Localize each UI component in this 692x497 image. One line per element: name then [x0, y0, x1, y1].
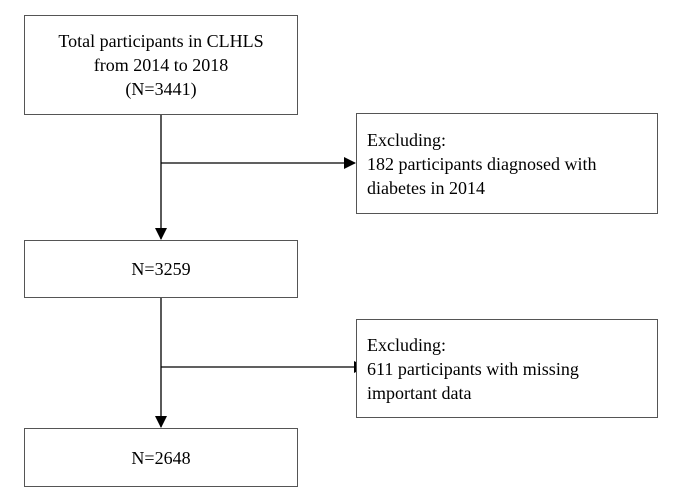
exclusion-box-1: Excluding: 182 participants diagnosed wi… — [356, 113, 658, 214]
start-box-line-2: from 2014 to 2018 — [93, 55, 229, 75]
start-box-line-1: Total participants in CLHLS — [58, 31, 264, 51]
exclusion-box-2: Excluding: 611 participants with missing… — [356, 319, 658, 418]
final-box-line-1: N=2648 — [131, 447, 191, 468]
start-box: Total participants in CLHLS from 2014 to… — [24, 15, 298, 115]
exclusion-2-line-1: Excluding: — [367, 334, 446, 355]
final-box: N=2648 — [24, 428, 298, 487]
exclusion-1-line-1: Excluding: — [367, 129, 446, 150]
exclusion-2-line-2: 611 participants with missing — [367, 358, 579, 379]
exclusion-1-line-2: 182 participants diagnosed with — [367, 153, 597, 174]
middle-box: N=3259 — [24, 240, 298, 298]
exclusion-1-line-3: diabetes in 2014 — [367, 177, 485, 198]
middle-box-line-1: N=3259 — [131, 259, 191, 279]
exclusion-2-line-3: important data — [367, 382, 472, 403]
start-box-line-3: (N=3441) — [125, 79, 197, 99]
